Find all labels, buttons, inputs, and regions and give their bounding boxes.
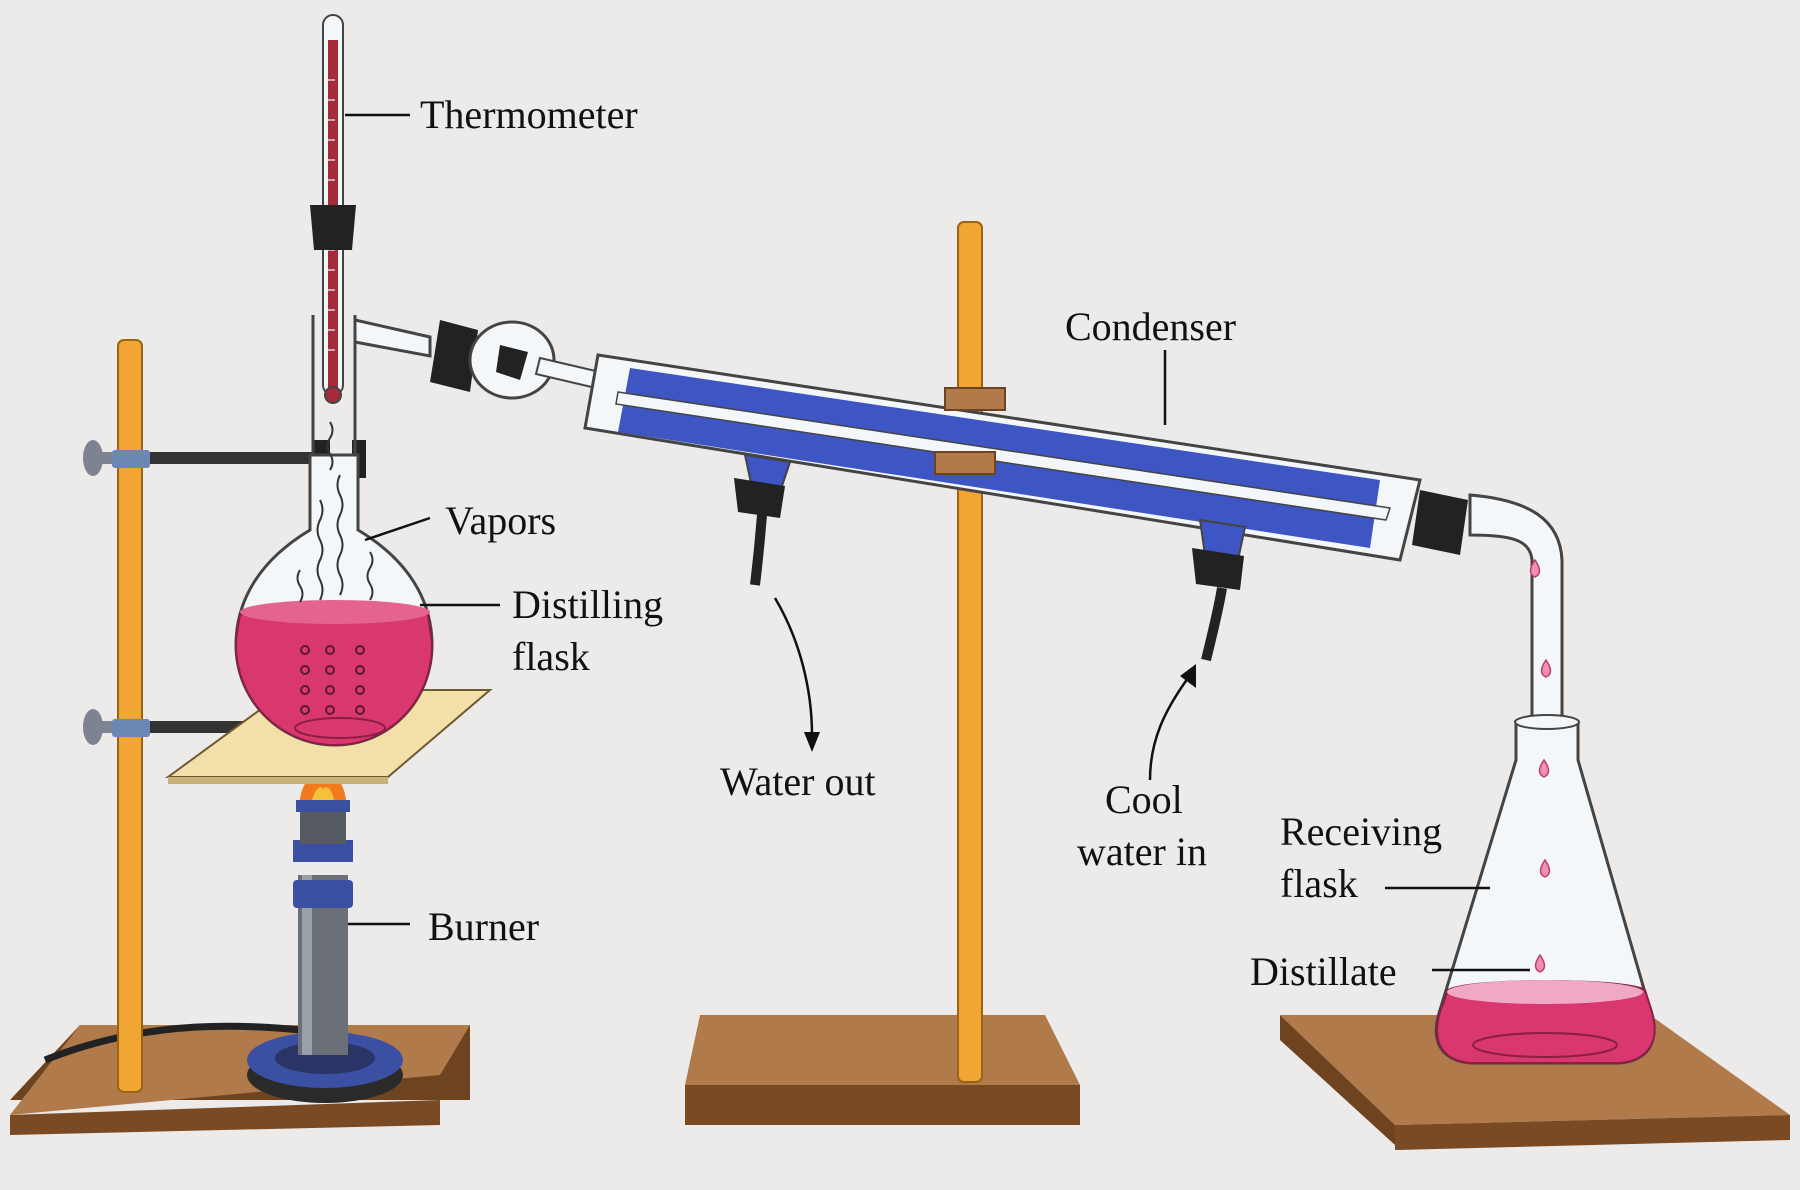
drop-icon [1538,758,1550,778]
vapors-leader [364,516,431,542]
cool-water-in-arrow [1148,677,1190,781]
water-out-label: Water out [720,759,876,804]
drop-icon [1529,558,1541,578]
burner-gas-hose [43,1022,301,1064]
cool-water-in-arrowhead [1180,664,1196,688]
lower-clamp [83,709,245,745]
vapor-squiggles [296,421,374,603]
thermometer [310,14,356,404]
middle-stand-rod [957,221,983,1083]
condenser-label: Condenser [1065,304,1236,349]
water-out-hose [750,514,767,586]
left-stand-rod [117,339,143,1093]
thermometer-stopper [310,205,356,250]
water-in-hose [1201,587,1227,662]
burner [43,776,403,1103]
receiving-flask-label-line2: flask [1280,861,1358,906]
condenser [583,353,1422,662]
leader-lines [345,113,1530,972]
thermometer-label: Thermometer [420,92,638,137]
vapors-label: Vapors [445,498,556,543]
right-stand-base [1280,1015,1790,1150]
middle-stand-base [685,1015,1080,1125]
boiling-bubbles [300,645,365,715]
drop-icon [1534,953,1546,973]
burner-label: Burner [428,904,539,949]
distillate-label: Distillate [1250,949,1397,994]
water-out-arrow [773,597,814,736]
receiving-flask [1434,714,1656,1065]
receiving-flask-label-line1: Receiving [1280,809,1442,854]
water-in-hose-joint [1192,548,1244,590]
drop-icon [1540,658,1552,678]
water-out-hose-joint [734,478,785,518]
water-out-arrowhead [804,732,820,752]
distilling-flask [234,315,434,747]
condenser-inner-tube [615,391,1391,521]
cool-water-in-label-line2: water in [1077,829,1207,874]
distillate-drops [1529,558,1552,973]
connecting-adapter [430,320,602,400]
cool-water-in-label-line1: Cool [1105,777,1183,822]
drop-icon [1539,858,1551,878]
distilling-flask-label-line2: flask [512,634,590,679]
distilling-flask-label-line1: Distilling [512,582,663,627]
